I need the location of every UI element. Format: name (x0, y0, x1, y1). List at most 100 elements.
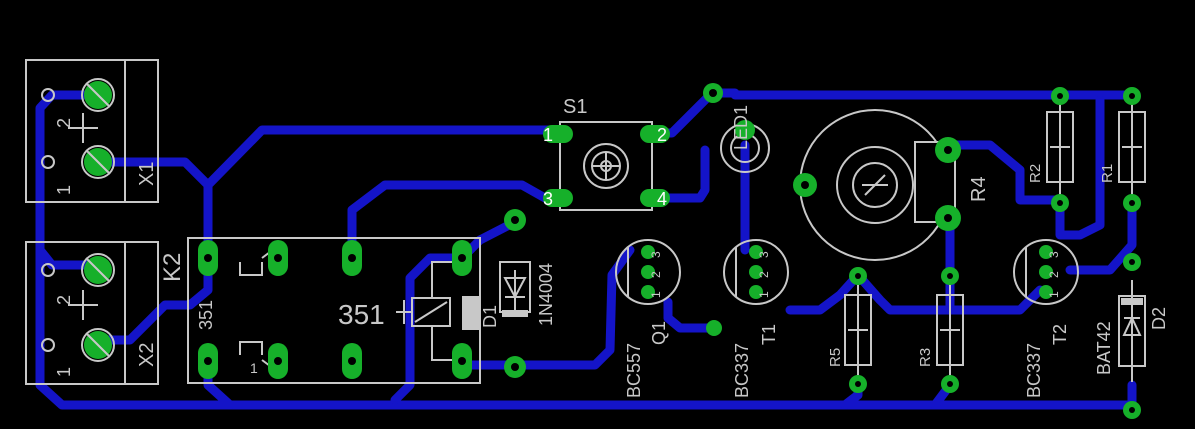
drill (458, 357, 466, 365)
s1-pin3-label: 3 (543, 189, 553, 209)
t2-pin2: 2 (1047, 271, 1061, 278)
q1-pin1: 1 (649, 291, 663, 298)
trace-t1-r5 (785, 270, 863, 315)
drill (204, 254, 212, 262)
t1-outline (723, 239, 789, 305)
screw-x2-top-slot (85, 257, 111, 283)
led1-name: LED1 (731, 105, 751, 150)
r4-knob-outer (836, 146, 914, 224)
drill (1129, 200, 1135, 206)
k2-marker (462, 296, 480, 330)
drill (204, 357, 212, 365)
drill (1129, 407, 1135, 413)
q1-outline (615, 239, 681, 305)
pad-q1-1 (641, 245, 655, 259)
pad-s1-1 (543, 125, 573, 143)
k2-coil-wire-top (431, 261, 455, 298)
q1-pin3: 3 (649, 251, 663, 258)
x1-dot-top (41, 88, 55, 102)
r1-name: R1 (1099, 164, 1116, 183)
s1-pin1-label: 1 (543, 125, 553, 145)
r5-name: R5 (827, 348, 844, 367)
drill (801, 181, 809, 189)
drill (1129, 93, 1135, 99)
trace-q1-t1 (663, 297, 720, 333)
drill (458, 254, 466, 262)
k2-value: 351 (196, 300, 216, 330)
pad-q1-2 (641, 265, 655, 279)
trace-r2-t2 (1055, 95, 1105, 240)
d2-name: D2 (1149, 307, 1169, 330)
drill (947, 381, 953, 387)
pad-q1-via (706, 320, 722, 336)
drill (511, 216, 519, 224)
t2-name: T2 (1050, 324, 1070, 345)
drill (1057, 93, 1063, 99)
trace-s1-pot (660, 145, 710, 203)
trace-left-bus-lower (35, 245, 1137, 410)
drill (855, 273, 861, 279)
s1-outline (559, 121, 653, 211)
screw-x2-top (81, 253, 115, 287)
terminal-screws (81, 78, 115, 362)
trace-k2-coil (390, 253, 467, 405)
q1-value: BC557 (624, 343, 644, 398)
k2-contact-bottom (239, 341, 263, 355)
pad-t1-2 (749, 265, 763, 279)
drill (1057, 200, 1063, 206)
x1-dot-bottom (41, 155, 55, 169)
r3-name: R3 (917, 348, 934, 367)
t1-value: BC337 (732, 343, 752, 398)
t1-pin3: 3 (757, 251, 771, 258)
screw-x1-top-slot (85, 82, 111, 108)
d1-name: D1 (480, 305, 500, 328)
t2-pin3: 3 (1047, 251, 1061, 258)
x1-outline (25, 59, 159, 203)
x2-name: X2 (136, 343, 158, 367)
trace-pot-r2 (945, 140, 1065, 205)
trace-t2-r1 (1065, 195, 1137, 275)
pad-s1-3 (543, 189, 573, 207)
t2-value: BC337 (1024, 343, 1044, 398)
drill (274, 254, 282, 262)
drill (944, 146, 952, 154)
d2-band (1121, 298, 1143, 305)
x2-pin1-label: 1 (54, 367, 74, 377)
d1-band (502, 310, 528, 317)
drill (274, 357, 282, 365)
pad-t2-1 (1039, 245, 1053, 259)
screw-x1-bottom-slot (85, 149, 111, 175)
screw-x2-bottom (81, 328, 115, 362)
screw-x1-top (81, 78, 115, 112)
t1-name: T1 (759, 324, 779, 345)
silkscreen (25, 59, 1146, 385)
k2-coil-diag (414, 301, 448, 323)
drill (1129, 259, 1135, 265)
r2-name: R2 (1027, 164, 1044, 183)
pad-t1-1 (749, 245, 763, 259)
t1-pin1: 1 (757, 291, 771, 298)
x2-dot-bottom (41, 338, 55, 352)
drill (511, 363, 519, 371)
d2-value: BAT42 (1094, 321, 1114, 375)
drill (855, 381, 861, 387)
q1-pin2: 2 (649, 271, 663, 278)
x1-name: X1 (136, 162, 158, 186)
x1-pin1-label: 1 (54, 185, 74, 195)
s1-pin2-label: 2 (657, 125, 667, 145)
labels: X1 2 1 X2 2 1 K2 351 351 1 S1 1 2 3 4 LE… (54, 96, 1169, 398)
k2-contact-top (239, 262, 263, 276)
x1-pin2-label: 2 (54, 118, 74, 128)
pad-s1-2 (640, 125, 670, 143)
trace-r5-r3 (853, 270, 955, 315)
d1-value: 1N4004 (536, 263, 556, 326)
drill (348, 254, 356, 262)
drill (709, 89, 717, 97)
x2-pin2-label: 2 (54, 295, 74, 305)
screw-x1-bottom (81, 145, 115, 179)
drill (944, 214, 952, 222)
k2-pin-1-label: 1 (250, 360, 258, 376)
s1-pin4-label: 4 (657, 189, 667, 209)
pad-t2-2 (1039, 265, 1053, 279)
